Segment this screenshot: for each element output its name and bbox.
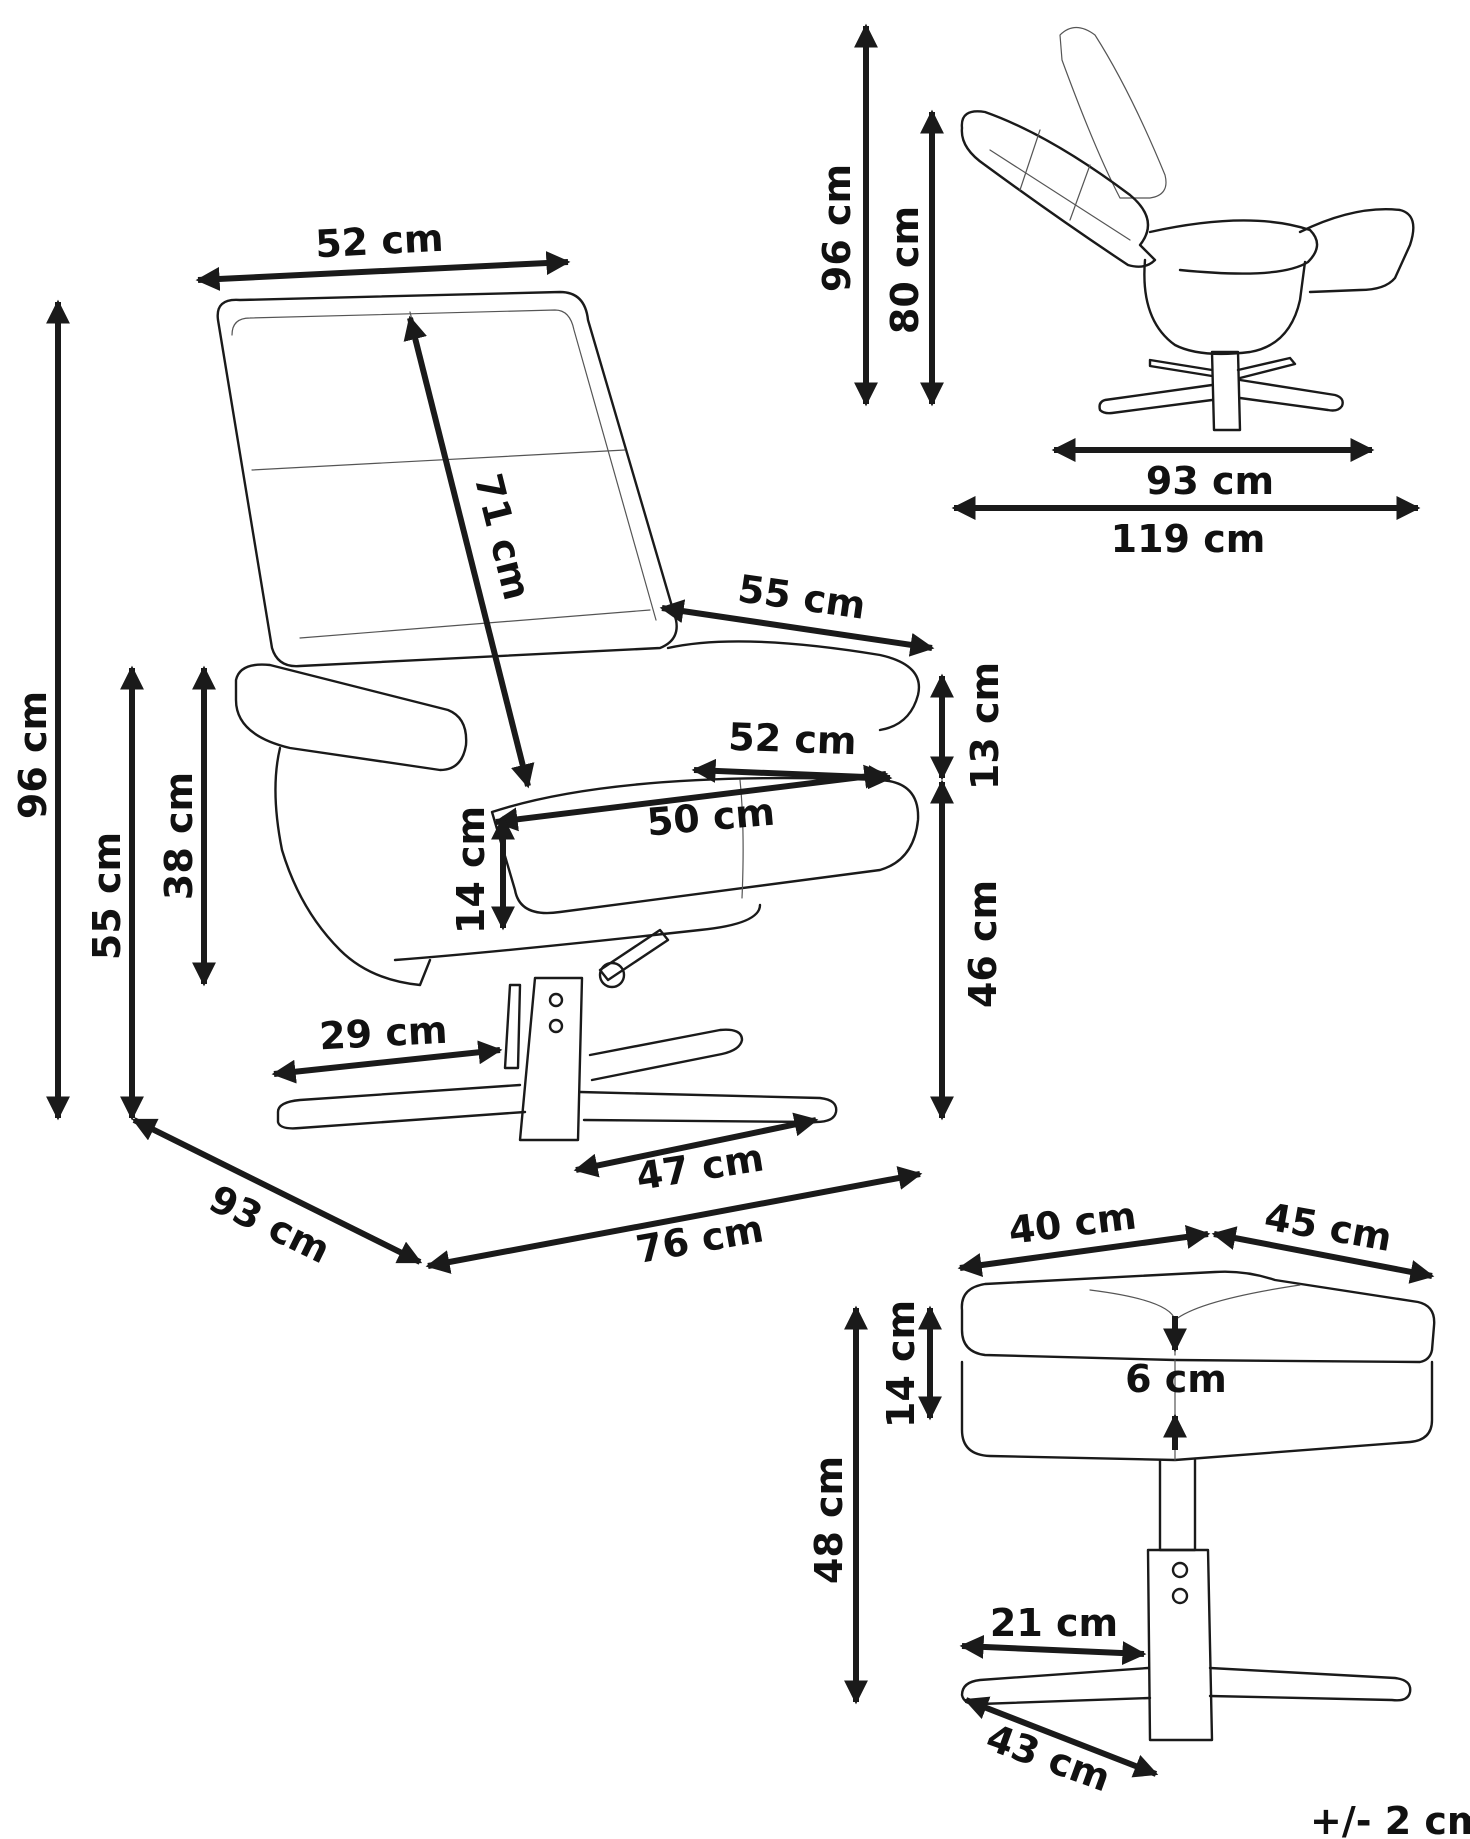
label-base-span: 47 cm: [633, 1135, 767, 1199]
label-total-height: 96 cm: [11, 691, 55, 819]
label-footstool-leg: 21 cm: [990, 1601, 1118, 1645]
label-reclined-depth-full: 119 cm: [1111, 517, 1266, 561]
reclined-labels: 96 cm 80 cm 93 cm 119 cm: [815, 164, 1274, 561]
label-armrest-above-seat: 13 cm: [963, 662, 1007, 790]
dimension-arrows: [46, 23, 1435, 1778]
label-seat-height-arm: 38 cm: [157, 772, 201, 900]
label-seat-cushion: 14 cm: [449, 806, 493, 934]
label-seat-width: 50 cm: [645, 790, 777, 845]
label-seat-front-height: 46 cm: [961, 880, 1005, 1008]
reclined-view-drawing: [960, 26, 1415, 432]
label-reclined-depth-upright: 93 cm: [1146, 459, 1274, 503]
label-footstool-base: 43 cm: [981, 1715, 1117, 1800]
label-armrest-length: 55 cm: [735, 566, 868, 627]
label-backrest-width: 52 cm: [314, 216, 444, 267]
label-footstool-cushion: 14 cm: [879, 1300, 923, 1428]
label-seat-depth: 52 cm: [728, 715, 858, 763]
label-depth: 93 cm: [202, 1176, 337, 1272]
label-footstool-depth: 45 cm: [1261, 1194, 1395, 1260]
label-base-leg: 29 cm: [318, 1008, 448, 1059]
label-armrest-height: 55 cm: [85, 832, 129, 960]
label-reclined-back-height: 80 cm: [883, 206, 927, 334]
tolerance-note: +/- 2 cm: [1310, 1799, 1470, 1839]
footstool-drawing: [960, 1270, 1436, 1742]
label-reclined-height: 96 cm: [815, 164, 859, 292]
label-width: 76 cm: [633, 1206, 767, 1272]
label-footstool-height: 48 cm: [807, 1456, 851, 1584]
label-footstool-gap: 6 cm: [1125, 1357, 1227, 1401]
armchair-drawing: [216, 290, 921, 1142]
